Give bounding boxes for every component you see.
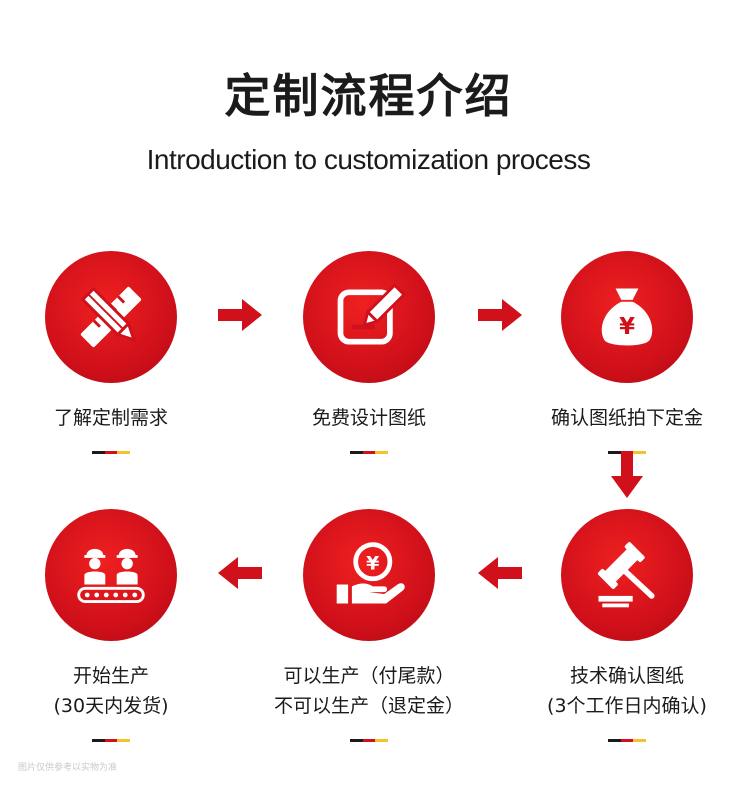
step-label: 可以生产（付尾款） 不可以生产（退定金）: [273, 665, 464, 717]
step-understand-needs: 了解定制需求: [11, 251, 211, 454]
step-label: 确认图纸拍下定金: [550, 407, 703, 429]
step-free-design: 免费设计图纸: [269, 251, 469, 454]
arrow-right-icon: [478, 299, 522, 331]
arrow-down-icon: [611, 452, 643, 498]
step-circle: [561, 509, 693, 641]
arrow-left-icon: [478, 557, 522, 589]
step-circle: ¥: [561, 251, 693, 383]
step-confirm-deposit: ¥ 确认图纸拍下定金: [527, 251, 727, 454]
factory-workers-icon: [77, 548, 145, 604]
step-circle: [45, 251, 177, 383]
step-label: 技术确认图纸 (3个工作日内确认): [547, 665, 707, 717]
color-bar: [92, 451, 131, 454]
svg-text:¥: ¥: [366, 552, 379, 574]
color-bar: [350, 739, 389, 742]
pencil-ruler-icon: [80, 286, 142, 348]
page-subtitle: Introduction to customization process: [146, 144, 591, 175]
color-bar: [350, 451, 389, 454]
color-bar: [608, 739, 647, 742]
arrow-left-icon: [218, 557, 262, 589]
arrow-right-icon: [218, 299, 262, 331]
step-circle: [45, 509, 177, 641]
hand-coin-icon: ¥: [336, 542, 405, 604]
step-production-decision: ¥ 可以生产（付尾款） 不可以生产（退定金）: [269, 509, 469, 742]
step-circle: ¥: [303, 509, 435, 641]
step-label: 了解定制需求: [53, 407, 168, 429]
page-title: 定制流程介绍: [224, 69, 513, 123]
gavel-icon: [597, 542, 655, 608]
color-bar: [92, 739, 131, 742]
step-label: 免费设计图纸: [311, 407, 426, 429]
svg-text:¥: ¥: [619, 314, 635, 340]
edit-document-icon: [337, 283, 407, 345]
step-technical-confirm: 技术确认图纸 (3个工作日内确认): [527, 509, 727, 742]
step-circle: [303, 251, 435, 383]
watermark: 图片仅供参考以实物为准: [18, 763, 118, 773]
step-start-production: 开始生产 (30天内发货): [11, 509, 211, 742]
money-bag-icon: ¥: [601, 288, 653, 346]
step-label: 开始生产 (30天内发货): [53, 665, 169, 717]
